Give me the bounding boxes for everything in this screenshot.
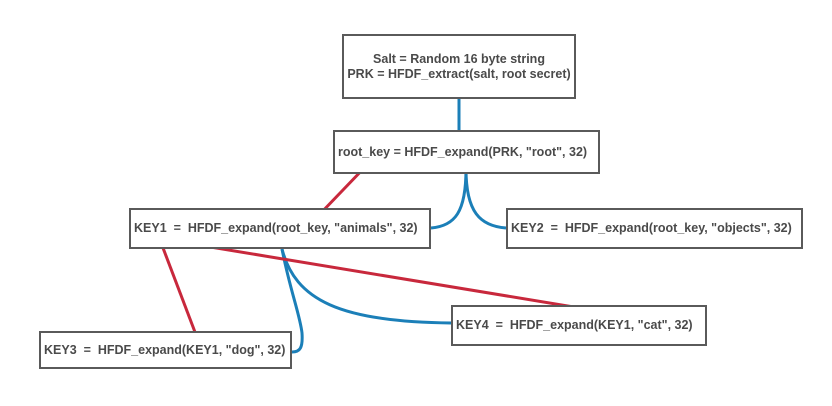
connector-key1-to-key4 bbox=[280, 248, 452, 325]
connector-key1-to-key3 bbox=[280, 248, 304, 354]
connector-red-rootkey-to-key1 bbox=[316, 164, 368, 218]
salt-line: Salt = Random 16 byte string bbox=[373, 51, 545, 66]
connector-rootkey-to-key2 bbox=[464, 168, 507, 230]
prk-line: PRK = HFDF_extract(salt, root secret) bbox=[347, 66, 571, 81]
key4-label: KEY4 = HFDF_expand(KEY1, "cat", 32) bbox=[456, 318, 693, 332]
key4-box: KEY4 = HFDF_expand(KEY1, "cat", 32) bbox=[451, 305, 707, 346]
salt-prk-box: Salt = Random 16 byte string PRK = HFDF_… bbox=[342, 34, 576, 99]
key2-box: KEY2 = HFDF_expand(root_key, "objects", … bbox=[506, 208, 803, 249]
connector-rootkey-to-key1 bbox=[430, 168, 468, 230]
key2-label: KEY2 = HFDF_expand(root_key, "objects", … bbox=[511, 221, 792, 235]
connector-red-key1-to-key4 bbox=[167, 238, 605, 314]
root-key-box: root_key = HFDF_expand(PRK, "root", 32) bbox=[333, 130, 600, 174]
connector-red-key1-to-key3 bbox=[158, 239, 200, 341]
key3-label: KEY3 = HFDF_expand(KEY1, "dog", 32) bbox=[44, 342, 286, 357]
key1-label: KEY1 = HFDF_expand(root_key, "animals", … bbox=[134, 221, 418, 235]
key1-box: KEY1 = HFDF_expand(root_key, "animals", … bbox=[129, 208, 431, 249]
root-key-label: root_key = HFDF_expand(PRK, "root", 32) bbox=[338, 144, 588, 159]
key3-box: KEY3 = HFDF_expand(KEY1, "dog", 32) bbox=[39, 331, 292, 369]
